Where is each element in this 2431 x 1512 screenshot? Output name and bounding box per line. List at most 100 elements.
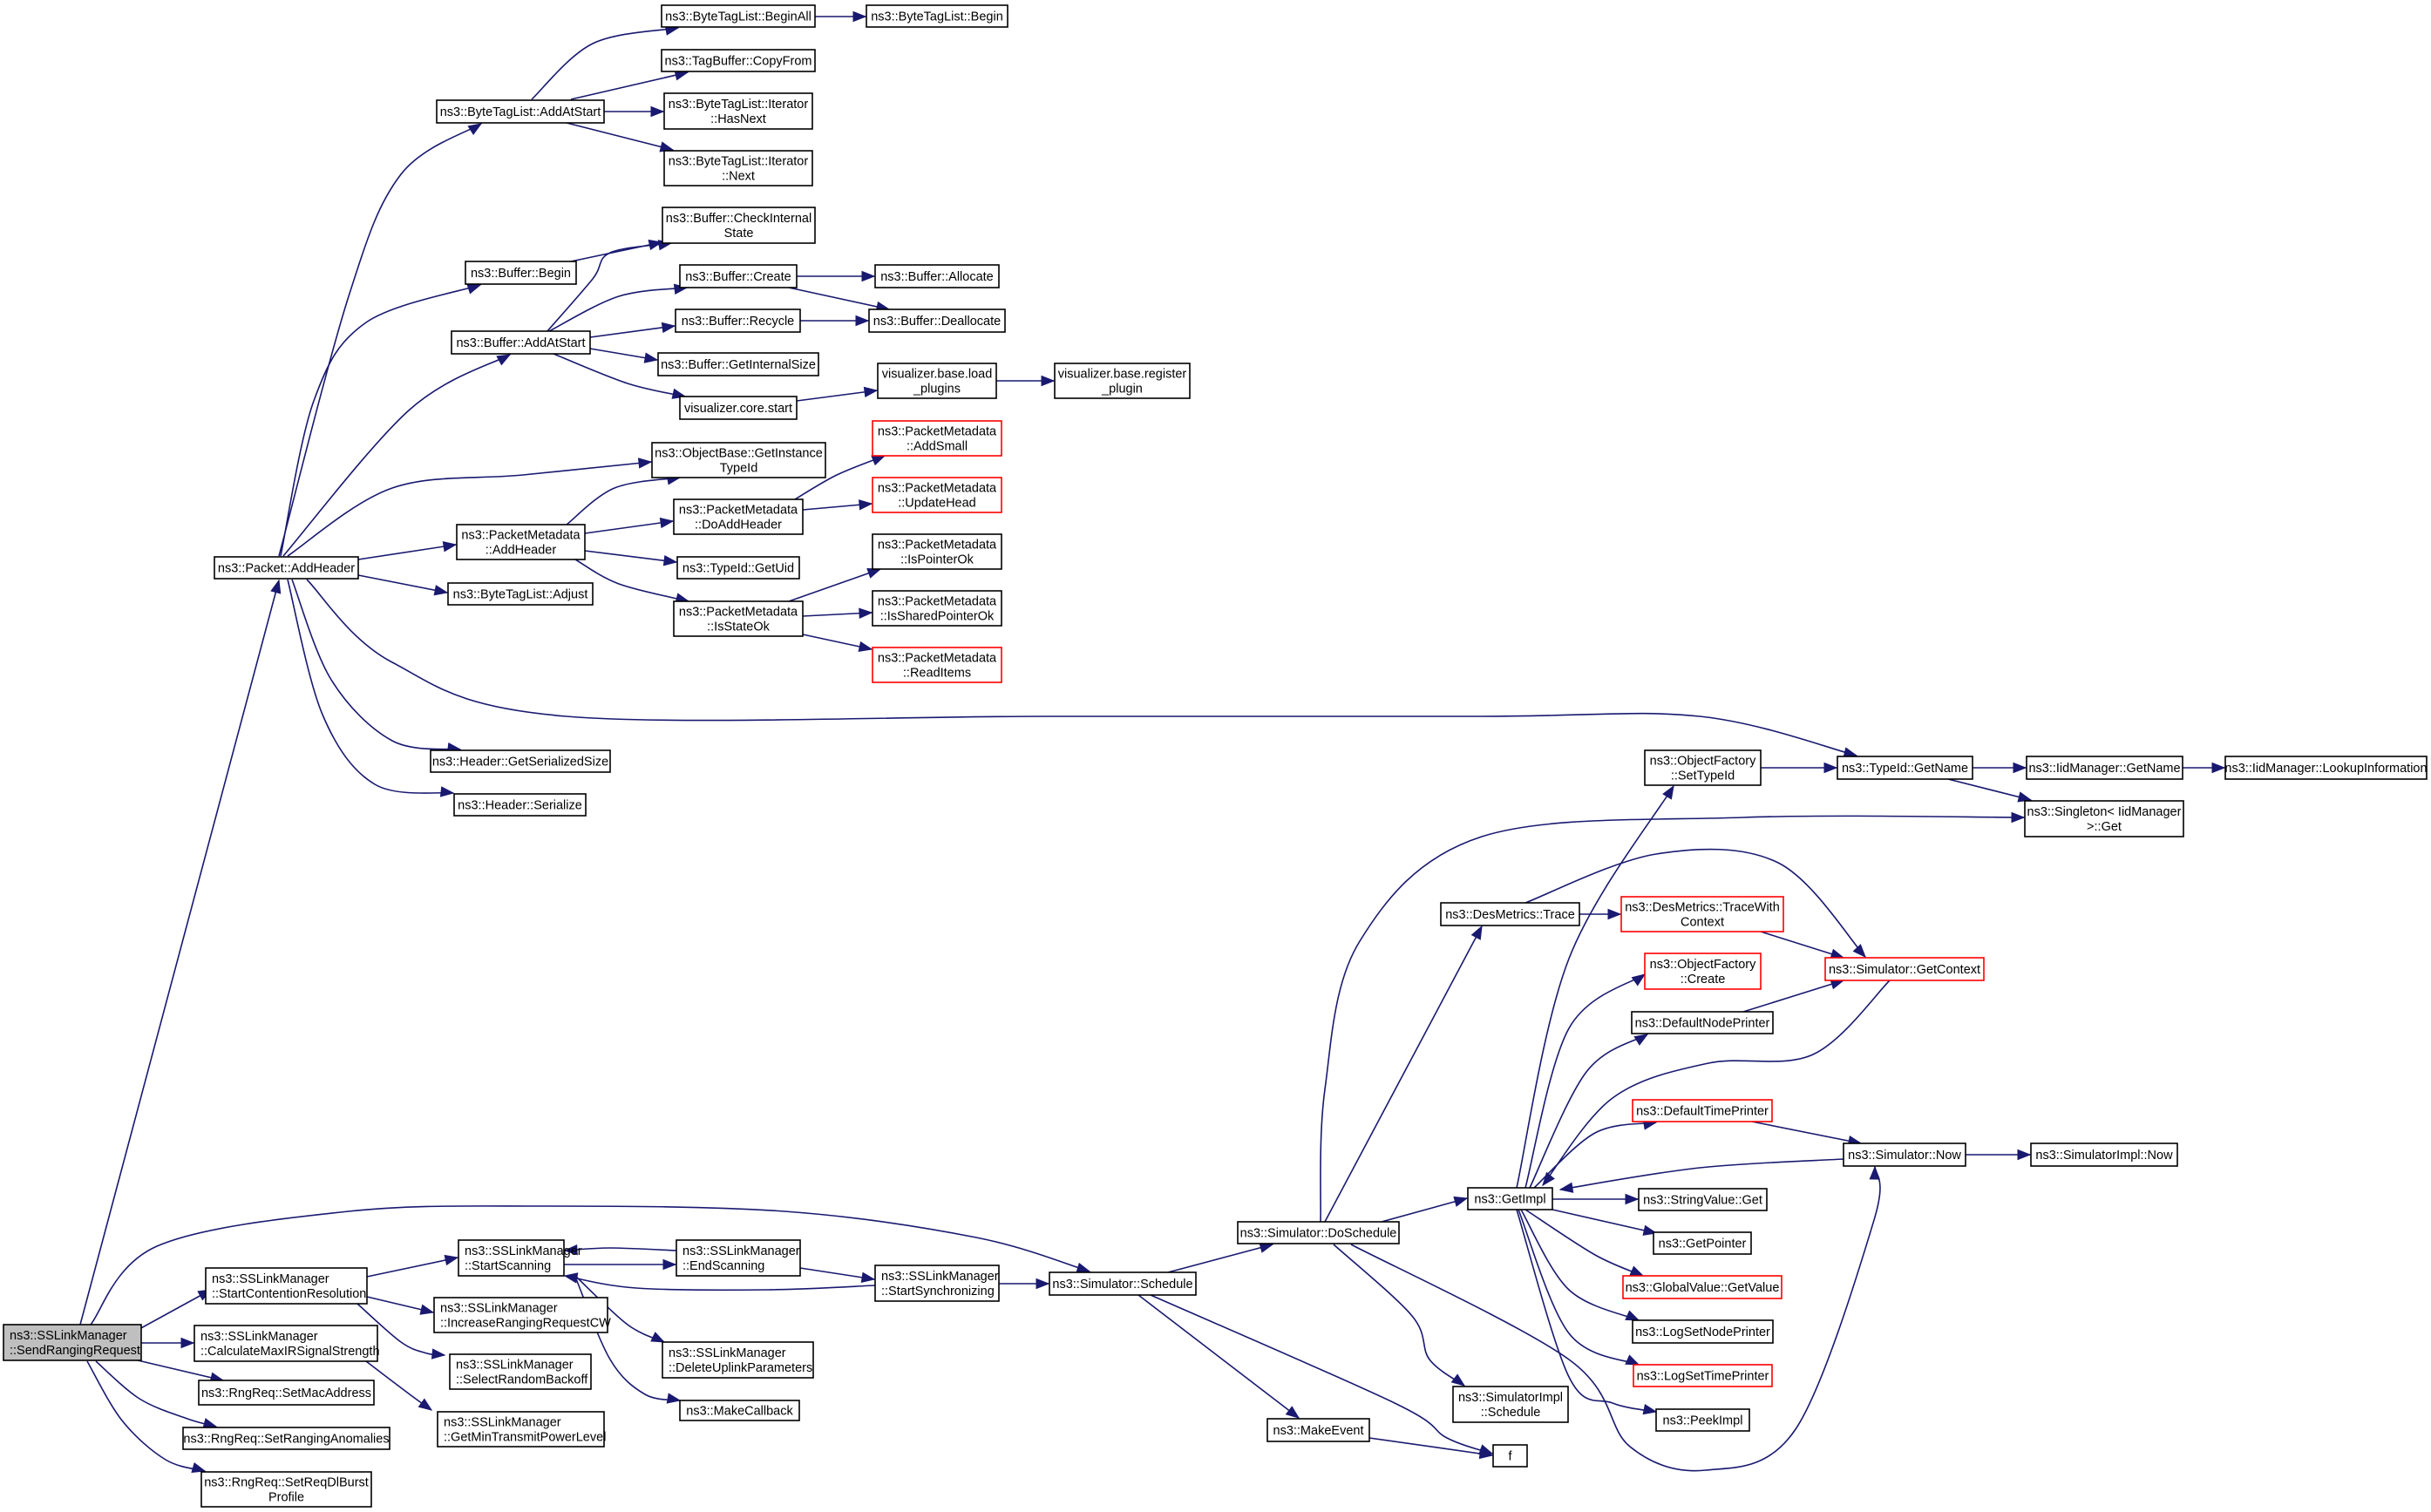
node-box[interactable] xyxy=(657,352,819,376)
node-box[interactable] xyxy=(1049,1271,1197,1296)
node-box[interactable] xyxy=(449,1353,592,1390)
node-box[interactable] xyxy=(1843,1142,1966,1167)
node-viz-core-start[interactable]: visualizer.core.start xyxy=(679,396,798,420)
node-box[interactable] xyxy=(1620,896,1784,932)
node-btl-it-hasnext[interactable]: ns3::ByteTagList::Iterator::HasNext xyxy=(663,92,813,130)
node-box[interactable] xyxy=(214,556,359,580)
node-box[interactable] xyxy=(1266,1418,1370,1442)
node-box[interactable] xyxy=(675,309,801,333)
node-makecallback[interactable]: ns3::MakeCallback xyxy=(679,1400,800,1421)
node-btl-adjust[interactable]: ns3::ByteTagList::Adjust xyxy=(447,582,594,606)
node-singleton-get[interactable]: ns3::Singleton< IidManager>::Get xyxy=(2024,800,2184,837)
node-sim-getcontext[interactable]: ns3::Simulator::GetContext xyxy=(1824,957,1985,981)
node-sslm-increasecw[interactable]: ns3::SSLinkManager::IncreaseRangingReque… xyxy=(433,1297,611,1333)
node-box[interactable] xyxy=(433,1297,608,1333)
node-buf-create[interactable]: ns3::Buffer::Create xyxy=(679,264,798,288)
node-pm-addsmall[interactable]: ns3::PacketMetadata::AddSmall xyxy=(872,420,1002,457)
node-box[interactable] xyxy=(673,600,804,637)
node-sslm-deleteuplink[interactable]: ns3::SSLinkManager::DeleteUplinkParamete… xyxy=(662,1341,814,1379)
node-box[interactable] xyxy=(2026,756,2183,780)
node-box[interactable] xyxy=(1622,1275,1783,1299)
node-box[interactable] xyxy=(676,1239,801,1277)
node-box[interactable] xyxy=(1631,1011,1774,1034)
node-pm-doaddheader[interactable]: ns3::PacketMetadata::DoAddHeader xyxy=(673,498,804,535)
node-box[interactable] xyxy=(679,396,798,420)
node-box[interactable] xyxy=(1638,1188,1768,1211)
node-globalvalue-getvalue[interactable]: ns3::GlobalValue::GetValue xyxy=(1622,1275,1783,1299)
node-pkt-addheader[interactable]: ns3::Packet::AddHeader xyxy=(214,556,359,580)
node-box[interactable] xyxy=(1644,953,1762,990)
node-box[interactable] xyxy=(194,1325,378,1362)
node-box[interactable] xyxy=(200,1471,372,1508)
node-box[interactable] xyxy=(1632,1319,1774,1344)
node-box[interactable] xyxy=(866,4,1008,28)
node-box[interactable] xyxy=(868,309,1006,333)
node-box[interactable] xyxy=(1492,1444,1528,1468)
node-box[interactable] xyxy=(661,4,816,28)
node-box[interactable] xyxy=(1837,756,1973,780)
node-box[interactable] xyxy=(663,150,813,186)
node-box[interactable] xyxy=(430,749,611,773)
node-box[interactable] xyxy=(3,1324,142,1361)
node-pm-updatehead[interactable]: ns3::PacketMetadata::UpdateHead xyxy=(872,477,1002,513)
node-box[interactable] xyxy=(1440,902,1580,926)
node-sim-schedule[interactable]: ns3::Simulator::Schedule xyxy=(1049,1271,1197,1296)
node-box[interactable] xyxy=(1633,1364,1773,1387)
node-rngreq-setanomalies[interactable]: ns3::RngReq::SetRangingAnomalies xyxy=(182,1427,390,1450)
node-tagbuf-copyfrom[interactable]: ns3::TagBuffer::CopyFrom xyxy=(661,49,816,72)
node-f[interactable]: f xyxy=(1492,1444,1528,1468)
node-sslm-getmintxpower[interactable]: ns3::SSLinkManager::GetMinTransmitPowerL… xyxy=(437,1411,606,1448)
node-desmetrics-trace[interactable]: ns3::DesMetrics::Trace xyxy=(1440,902,1580,926)
node-box[interactable] xyxy=(663,92,813,130)
node-box[interactable] xyxy=(1655,1408,1750,1432)
node-viz-register-plugin[interactable]: visualizer.base.register_plugin xyxy=(1054,363,1191,399)
node-hdr-serialize[interactable]: ns3::Header::Serialize xyxy=(453,793,587,817)
node-box[interactable] xyxy=(1452,1386,1569,1423)
node-box[interactable] xyxy=(1644,749,1762,786)
node-box[interactable] xyxy=(456,524,586,560)
node-typeid-getname[interactable]: ns3::TypeId::GetName xyxy=(1837,756,1973,780)
node-rngreq-setmac[interactable]: ns3::RngReq::SetMacAddress xyxy=(198,1380,375,1406)
node-box[interactable] xyxy=(679,1400,800,1421)
node-box[interactable] xyxy=(877,363,997,399)
node-box[interactable] xyxy=(436,99,605,124)
node-peekimpl[interactable]: ns3::PeekImpl xyxy=(1655,1408,1750,1432)
node-btl-it-next[interactable]: ns3::ByteTagList::Iterator::Next xyxy=(663,150,813,186)
node-sslm-endscanning[interactable]: ns3::SSLinkManager::EndScanning xyxy=(676,1239,801,1277)
node-box[interactable] xyxy=(447,582,594,606)
node-buf-recycle[interactable]: ns3::Buffer::Recycle xyxy=(675,309,801,333)
node-makeevent[interactable]: ns3::MakeEvent xyxy=(1266,1418,1370,1442)
node-sim-now[interactable]: ns3::Simulator::Now xyxy=(1843,1142,1966,1167)
node-box[interactable] xyxy=(874,264,1000,288)
node-box[interactable] xyxy=(872,420,1002,457)
node-pm-ispointerok[interactable]: ns3::PacketMetadata::IsPointerOk xyxy=(872,533,1002,570)
node-sslm-startsync[interactable]: ns3::SSLinkManager::StartSynchronizing xyxy=(874,1265,1000,1302)
node-box[interactable] xyxy=(651,442,826,478)
node-box[interactable] xyxy=(1467,1187,1553,1210)
node-box[interactable] xyxy=(679,264,798,288)
node-pm-addheader[interactable]: ns3::PacketMetadata::AddHeader xyxy=(456,524,586,560)
node-box[interactable] xyxy=(661,49,816,72)
node-box[interactable] xyxy=(451,330,591,355)
node-of-settypeid[interactable]: ns3::ObjectFactory::SetTypeId xyxy=(1644,749,1762,786)
node-box[interactable] xyxy=(1237,1221,1400,1244)
node-buf-getinternalsize[interactable]: ns3::Buffer::GetInternalSize xyxy=(657,352,819,376)
node-box[interactable] xyxy=(872,590,1002,627)
node-sslm-startscanning[interactable]: ns3::SSLinkManager::StartScanning xyxy=(458,1239,582,1277)
node-buf-deallocate[interactable]: ns3::Buffer::Deallocate xyxy=(868,309,1006,333)
node-box[interactable] xyxy=(662,1341,814,1379)
node-box[interactable] xyxy=(2224,756,2428,780)
node-pm-readitems[interactable]: ns3::PacketMetadata::ReadItems xyxy=(872,647,1002,683)
node-simimpl-now[interactable]: ns3::SimulatorImpl::Now xyxy=(2030,1142,2178,1167)
node-logsetnodeprinter[interactable]: ns3::LogSetNodePrinter xyxy=(1632,1319,1774,1344)
node-btl-begin[interactable]: ns3::ByteTagList::Begin xyxy=(866,4,1008,28)
node-box[interactable] xyxy=(872,477,1002,513)
node-hdr-getserializedsize[interactable]: ns3::Header::GetSerializedSize xyxy=(430,749,611,773)
node-box[interactable] xyxy=(1632,1099,1773,1122)
node-pm-isstateok[interactable]: ns3::PacketMetadata::IsStateOk xyxy=(673,600,804,637)
node-box[interactable] xyxy=(676,556,800,580)
